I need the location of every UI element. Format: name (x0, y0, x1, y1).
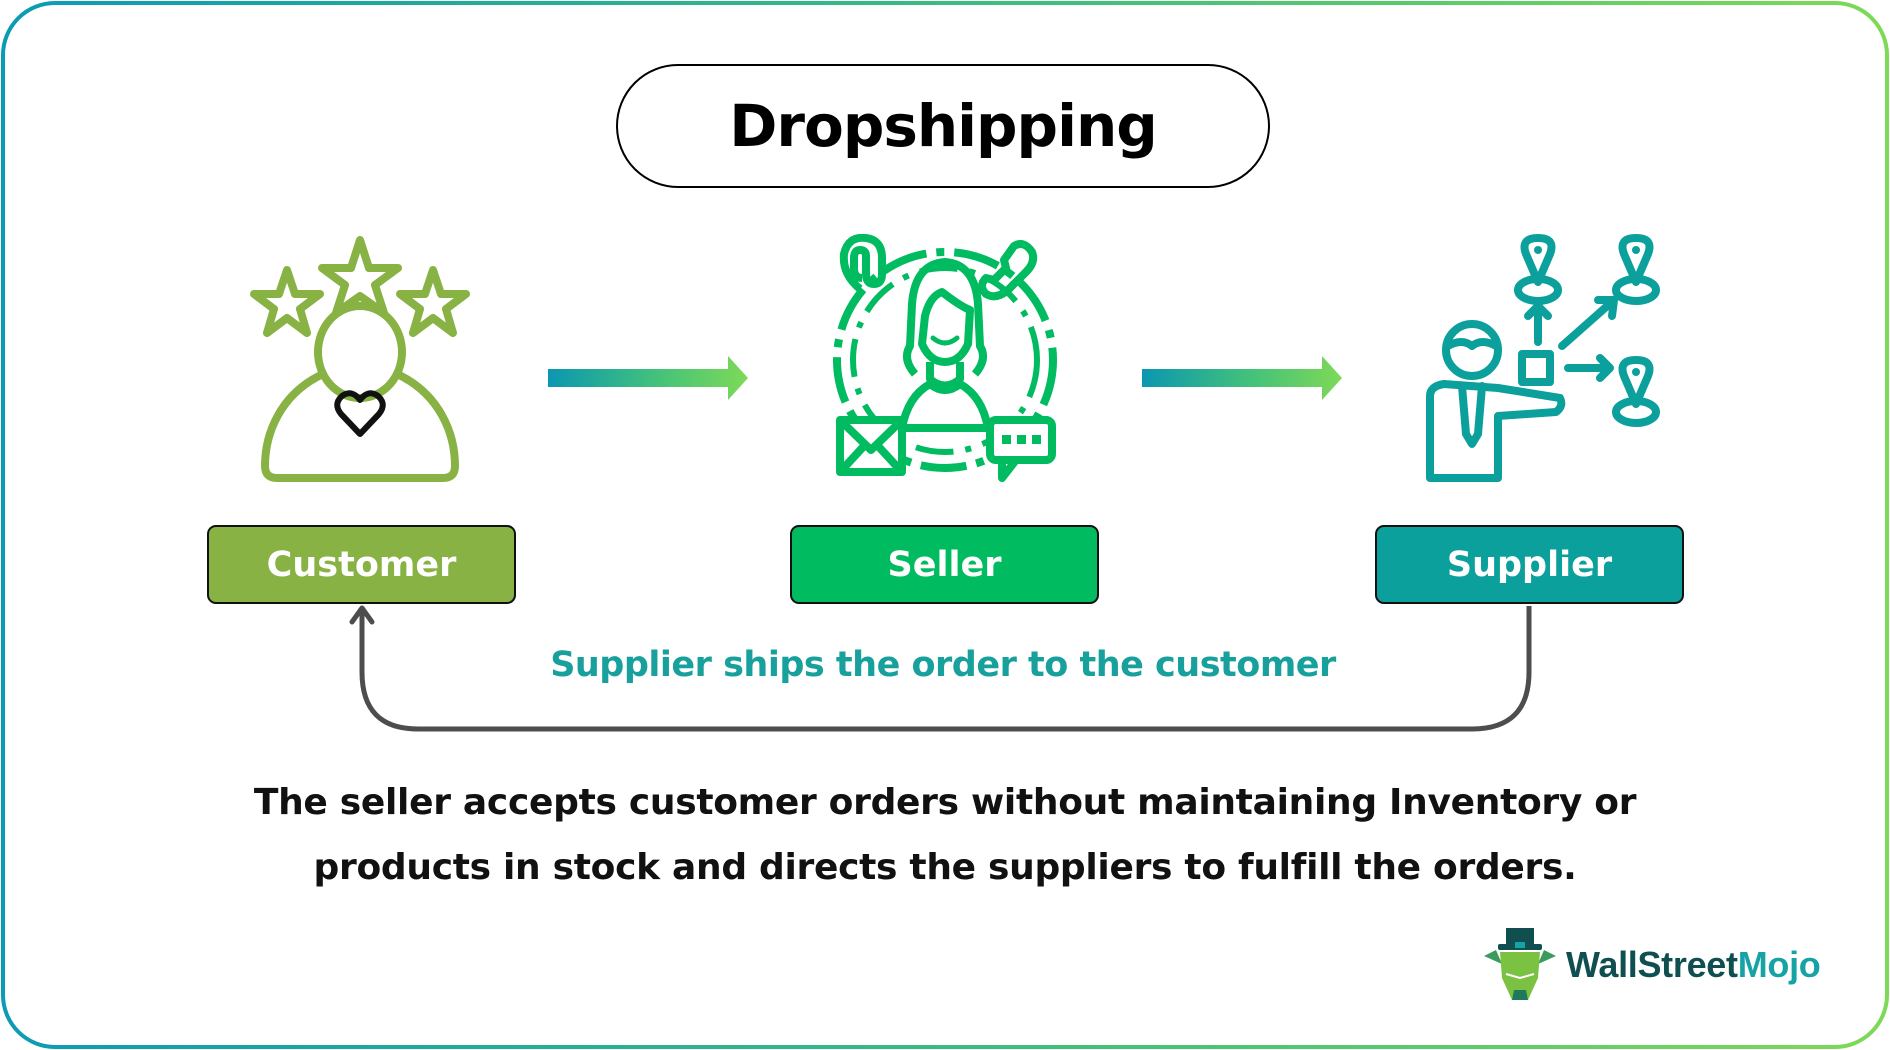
seller-node: Seller (790, 525, 1099, 604)
customer-node: Customer (207, 525, 516, 604)
seller-label: Seller (887, 544, 1002, 585)
page-title: Dropshipping (729, 92, 1158, 160)
description-line-2: products in stock and directs the suppli… (313, 847, 1577, 888)
title-pill: Dropshipping (616, 64, 1270, 188)
brand-name-part-2: Mojo (1737, 944, 1821, 985)
seller-contact-support-icon (833, 234, 1057, 482)
description-line-1: The seller accepts customer orders witho… (253, 782, 1637, 823)
supplier-node: Supplier (1375, 525, 1684, 604)
arrow-seller-to-supplier-icon (1142, 356, 1342, 400)
customer-label: Customer (266, 544, 457, 585)
bull-with-top-hat-logo-icon (1484, 928, 1556, 1000)
arrow-customer-to-seller-icon (548, 356, 748, 400)
supplier-distribution-locations-icon (1426, 234, 1660, 482)
flow-label: Supplier ships the order to the customer (550, 645, 1336, 685)
customer-rating-stars-heart-icon (250, 236, 470, 482)
description: The seller accepts customer orders witho… (145, 770, 1745, 900)
supplier-label: Supplier (1446, 544, 1613, 585)
brand-name-part-1: WallStreet (1566, 944, 1738, 985)
brand-logo: WallStreetMojo (1480, 928, 1821, 1002)
